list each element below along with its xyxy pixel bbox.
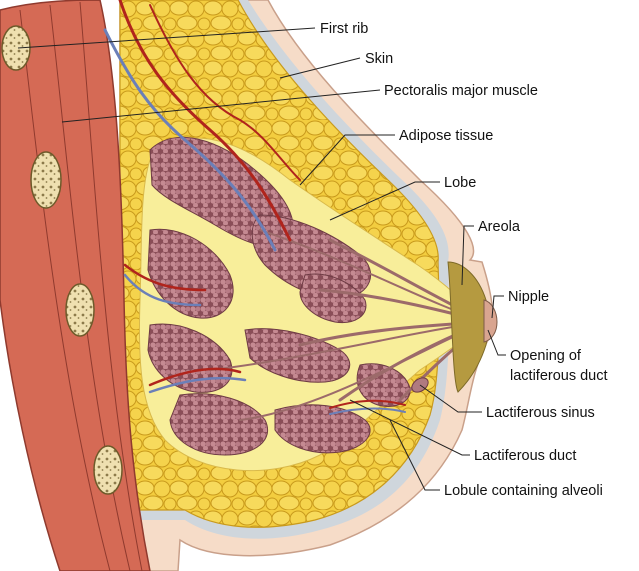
label-lobe: Lobe <box>444 175 476 191</box>
areola <box>447 261 491 393</box>
lobe-clusters <box>147 136 411 456</box>
label-areola: Areola <box>478 219 521 235</box>
artery <box>148 367 242 387</box>
label-skin: Skin <box>365 51 393 67</box>
blood-vessels <box>103 0 406 415</box>
artery <box>149 4 301 181</box>
lobe <box>299 273 367 324</box>
rib-cross-section <box>1 25 31 71</box>
label-opening-of-lactiferous-duct-line1: Opening of <box>510 348 582 364</box>
label-pectoralis-major-muscle: Pectoralis major muscle <box>384 83 538 99</box>
vein <box>103 28 277 252</box>
label-lactiferous-sinus: Lactiferous sinus <box>486 405 595 421</box>
leader-lines <box>17 27 506 491</box>
lobe <box>169 393 268 456</box>
label-adipose-tissue: Adipose tissue <box>399 128 493 144</box>
lobe <box>147 323 233 393</box>
lobe <box>147 228 234 319</box>
artery <box>118 0 292 242</box>
artery <box>329 399 406 409</box>
label-lobule-containing-alveoli: Lobule containing alveoli <box>444 483 603 499</box>
rib-cross-section <box>93 445 123 495</box>
vein <box>148 376 247 394</box>
label-lactiferous-duct: Lactiferous duct <box>474 448 576 464</box>
label-nipple: Nipple <box>508 289 549 305</box>
rib-cross-section <box>65 283 95 337</box>
rib-cross-section <box>30 151 62 209</box>
nipple <box>483 299 498 343</box>
vein <box>123 273 202 307</box>
artery <box>123 263 207 292</box>
ribs <box>1 25 123 495</box>
label-first-rib: First rib <box>320 21 368 37</box>
lobe <box>274 404 371 454</box>
label-opening-of-lactiferous-duct-line2: lactiferous duct <box>510 368 608 384</box>
